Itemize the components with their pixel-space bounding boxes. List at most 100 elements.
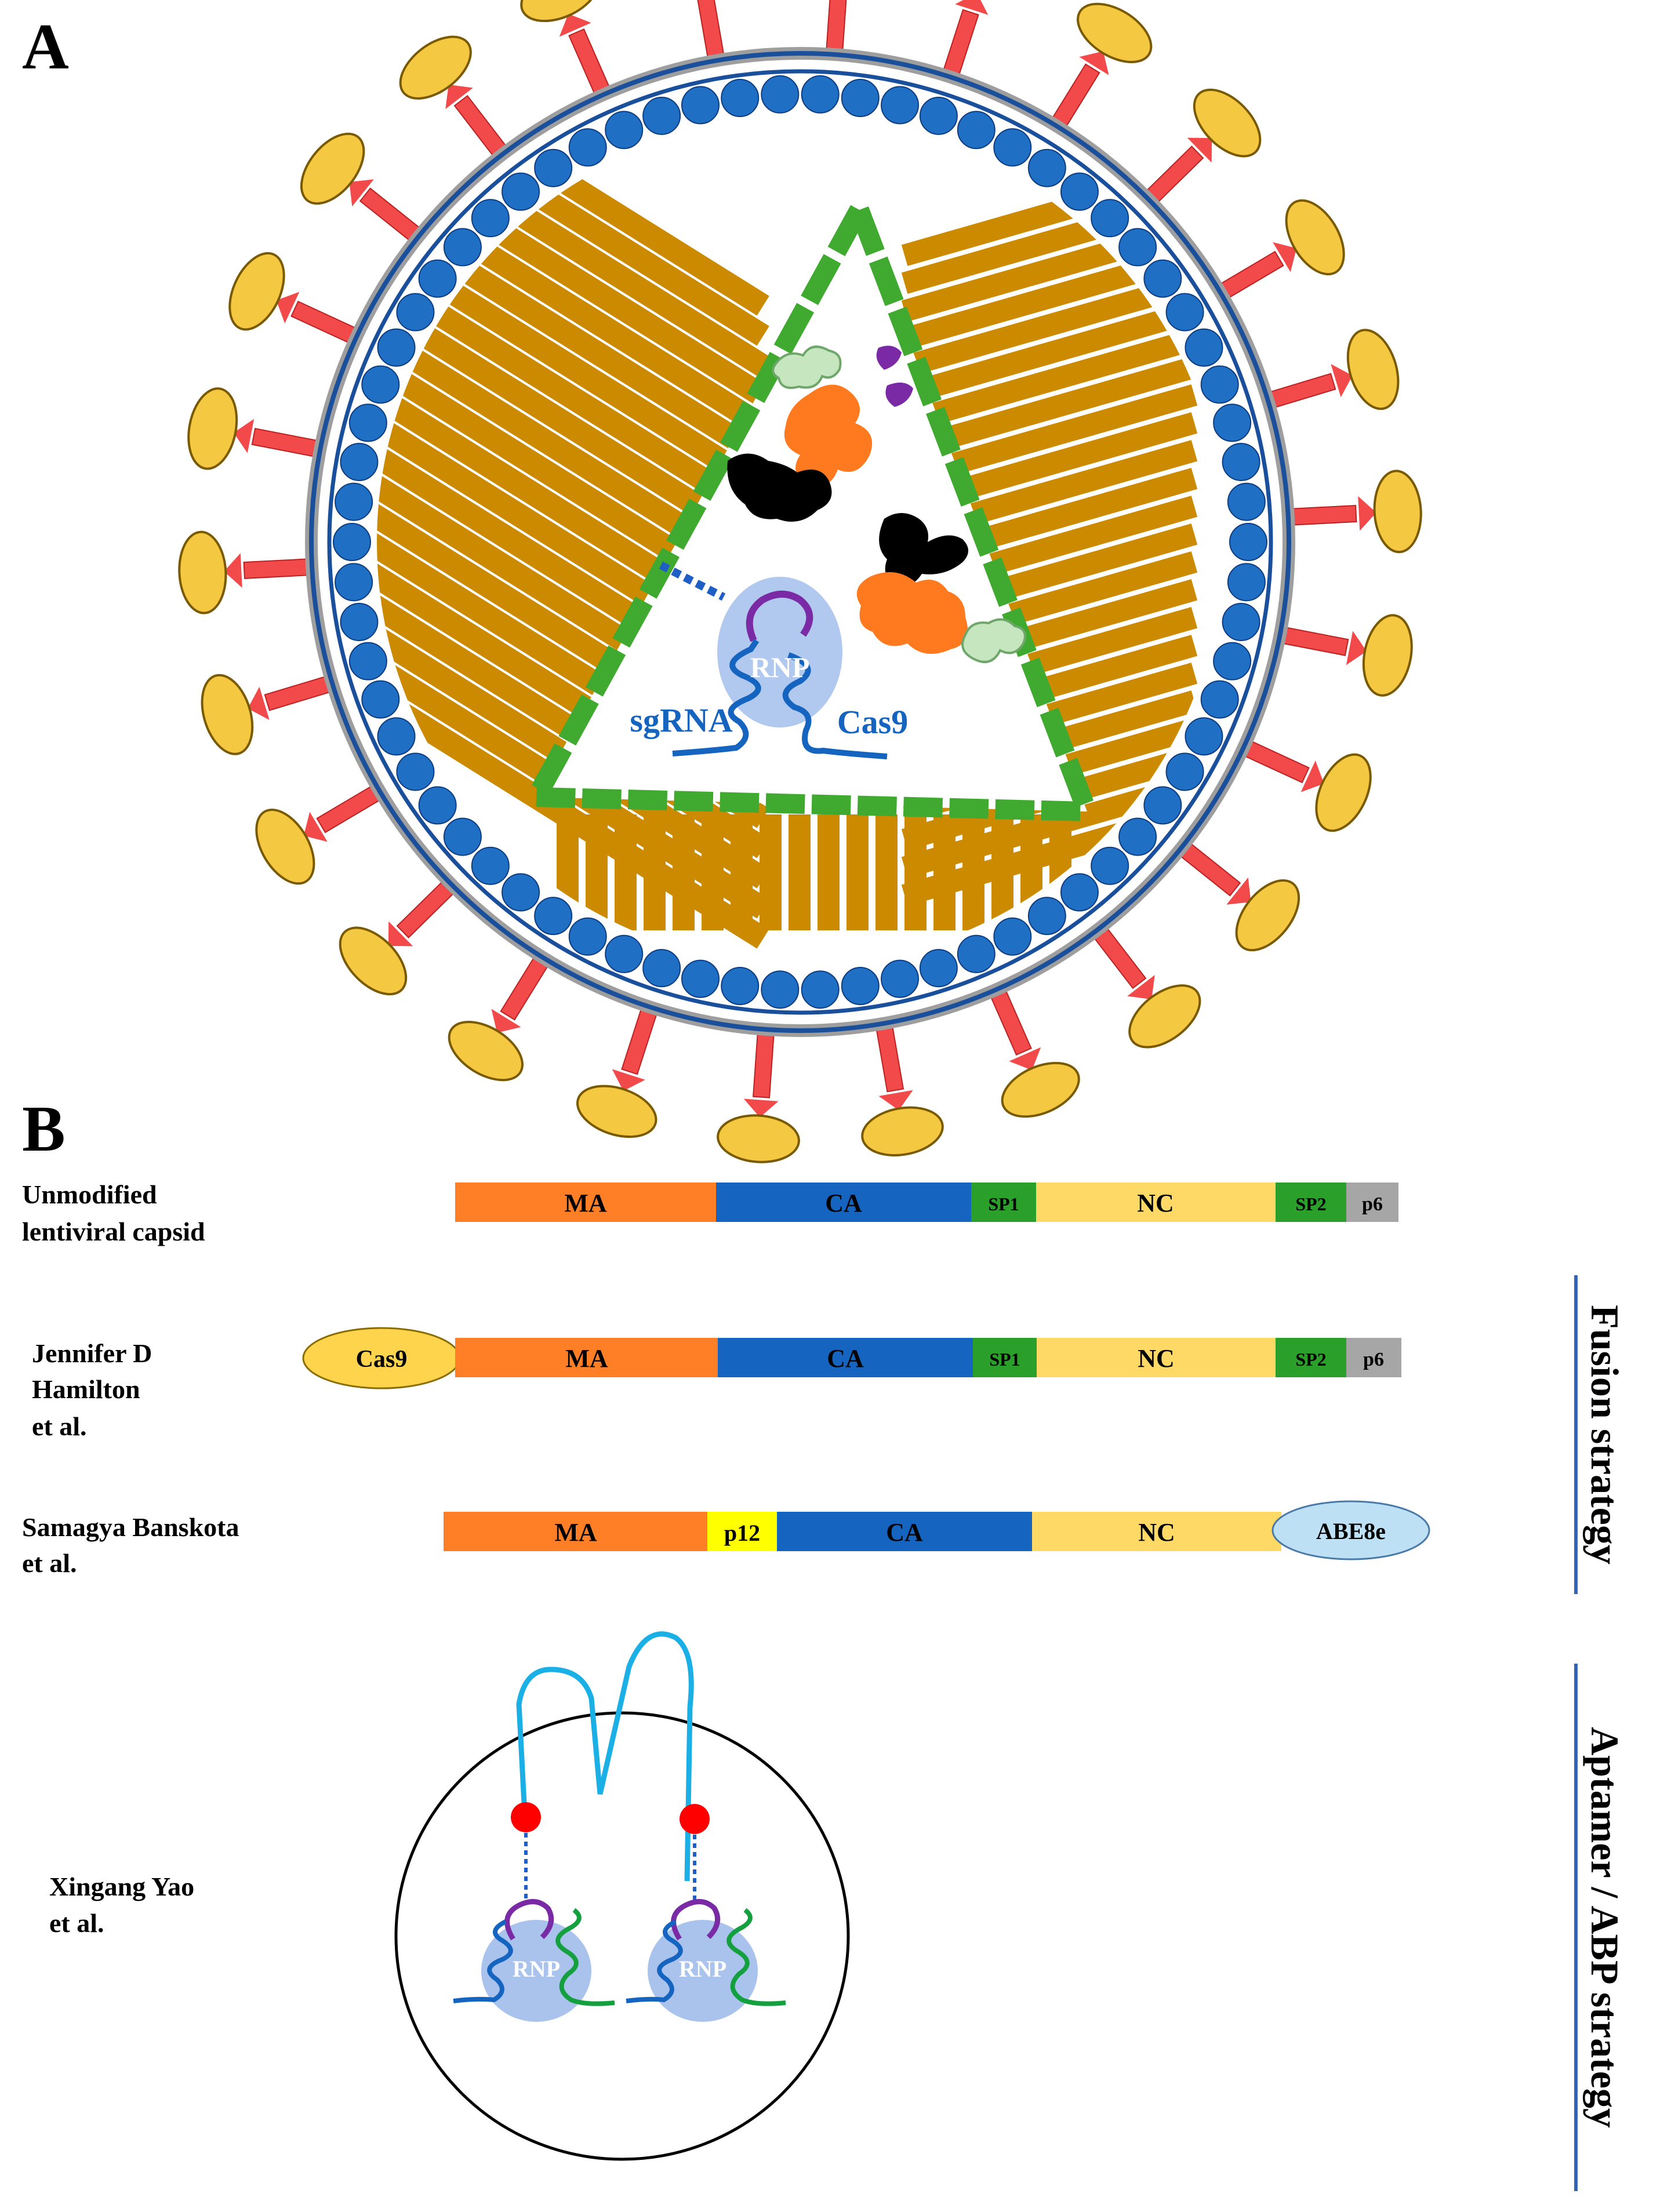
matrix-bead bbox=[348, 642, 387, 681]
construct-yao: Xingang Yao et al. RNP RNP bbox=[49, 1631, 850, 2161]
segment-sp2 bbox=[1276, 1338, 1346, 1377]
segment-label-ca: CA bbox=[886, 1518, 923, 1547]
capsid-rod bbox=[901, 301, 1198, 405]
spike-head bbox=[861, 1106, 944, 1156]
segment-sp1 bbox=[973, 1338, 1037, 1377]
construct-banskota: Samagya Banskota et al. MA p12 CA NC ABE… bbox=[22, 1500, 1430, 1578]
spike-head bbox=[339, 926, 408, 996]
matrix-bead bbox=[471, 199, 510, 238]
construct-name-line: Unmodified bbox=[22, 1180, 157, 1209]
capsid-wall-segment bbox=[1040, 707, 1075, 758]
matrix-bead bbox=[605, 111, 644, 150]
cas9-strand bbox=[782, 652, 888, 759]
matrix-bead bbox=[1213, 403, 1252, 442]
spike bbox=[1214, 199, 1345, 302]
matrix-bead bbox=[1222, 442, 1260, 481]
spike-head bbox=[1285, 199, 1345, 276]
segment-label-sp1: SP1 bbox=[989, 1349, 1020, 1370]
spike-arrowhead bbox=[388, 921, 413, 947]
segment-ca bbox=[718, 1338, 973, 1377]
capsid-wall-segment bbox=[857, 795, 897, 817]
segment-label-sp1: SP1 bbox=[988, 1194, 1019, 1214]
spike-arrowhead bbox=[491, 1009, 521, 1033]
segment-label-p6: p6 bbox=[1363, 1349, 1384, 1370]
spike bbox=[861, 1020, 944, 1156]
construct-unmodified: Unmodified lentiviral capsid MA CA SP1 N… bbox=[22, 1180, 1398, 1246]
matrix-bead bbox=[1227, 563, 1266, 602]
matrix-bead bbox=[642, 96, 681, 135]
capsid-rod bbox=[962, 814, 984, 930]
segment-label-ca: CA bbox=[827, 1344, 864, 1373]
matrix-bead bbox=[761, 75, 800, 114]
rnp-complex-right: RNP bbox=[626, 1899, 786, 2022]
capsid-rod bbox=[702, 814, 724, 930]
segment-label-ca: CA bbox=[825, 1189, 862, 1217]
capsid-rod bbox=[904, 814, 927, 930]
construct-hamilton: Jennifer D Hamilton et al. Cas9 MA CA SP… bbox=[32, 1327, 1401, 1441]
capsid-wall-segment bbox=[811, 794, 851, 816]
sgrna-strand bbox=[453, 1919, 513, 2003]
rnp-label: RNP bbox=[679, 1956, 726, 1982]
capsid-wall-segment bbox=[627, 790, 668, 810]
spike bbox=[448, 951, 552, 1082]
matrix-bead bbox=[361, 680, 400, 719]
matrix-bead bbox=[721, 967, 760, 1006]
capsid-wall-segment bbox=[850, 206, 885, 256]
membrane-aptamer-strand bbox=[516, 1631, 694, 1882]
capsid-rod bbox=[789, 814, 811, 930]
light-green-protein-icon bbox=[772, 345, 842, 390]
cas9-fusion-label: Cas9 bbox=[356, 1346, 408, 1373]
segment-label-ma: MA bbox=[554, 1518, 597, 1547]
matrix-bead bbox=[443, 228, 482, 267]
capsid-wall-segment bbox=[983, 557, 1018, 607]
segment-p6 bbox=[1346, 1338, 1401, 1377]
spike bbox=[1141, 88, 1262, 208]
spike-head bbox=[255, 808, 315, 885]
capsid-rod bbox=[901, 356, 1198, 461]
matrix-bead bbox=[1143, 786, 1182, 825]
capsid-wall-segment bbox=[1041, 800, 1081, 821]
capsid-wall-segment bbox=[536, 787, 576, 808]
spike-arrowhead bbox=[1009, 1047, 1041, 1071]
capsid-rod bbox=[818, 814, 840, 930]
spike-stalk bbox=[874, 1020, 904, 1093]
matrix-bead bbox=[1027, 897, 1066, 936]
spike-head bbox=[1001, 1061, 1080, 1118]
matrix-bead bbox=[534, 897, 573, 936]
construct-name-line: Hamilton bbox=[32, 1374, 140, 1404]
capsid-rod bbox=[901, 329, 1198, 433]
capsid-wall-segment bbox=[765, 793, 805, 814]
spike-arrowhead bbox=[1079, 51, 1109, 75]
spike-head bbox=[1193, 88, 1262, 158]
matrix-bead bbox=[841, 967, 880, 1006]
matrix-bead-ring bbox=[333, 75, 1267, 1009]
matrix-bead bbox=[1143, 259, 1182, 298]
spike-arrowhead bbox=[743, 1098, 779, 1118]
matrix-bead bbox=[1060, 172, 1099, 211]
orange-protein-icon bbox=[784, 384, 873, 487]
spike bbox=[187, 387, 325, 470]
abe8e-fusion-label: ABE8e bbox=[1316, 1518, 1386, 1544]
matrix-bead bbox=[1229, 523, 1267, 561]
matrix-bead bbox=[335, 563, 373, 602]
spike-head bbox=[1128, 984, 1201, 1049]
panel-a-label: A bbox=[22, 11, 69, 83]
spike bbox=[201, 674, 337, 755]
matrix-bead bbox=[1185, 717, 1223, 756]
matrix-bead bbox=[761, 970, 800, 1009]
spike-head bbox=[1346, 329, 1400, 410]
matrix-bead bbox=[340, 603, 379, 642]
matrix-bead bbox=[721, 78, 760, 117]
spike bbox=[987, 984, 1080, 1118]
spike bbox=[178, 530, 315, 614]
spike-arrowhead bbox=[612, 1069, 645, 1092]
segment-ma bbox=[444, 1512, 707, 1551]
aptamer-strategy-label: Aptamer / ABP strategy bbox=[1583, 1727, 1627, 2128]
capsid-wall-segment bbox=[944, 457, 980, 507]
segment-nc bbox=[1032, 1512, 1281, 1551]
segment-label-p6: p6 bbox=[1362, 1194, 1383, 1215]
panel-b-label: B bbox=[22, 1093, 66, 1165]
segment-p12 bbox=[707, 1512, 777, 1551]
matrix-bead bbox=[396, 752, 435, 791]
